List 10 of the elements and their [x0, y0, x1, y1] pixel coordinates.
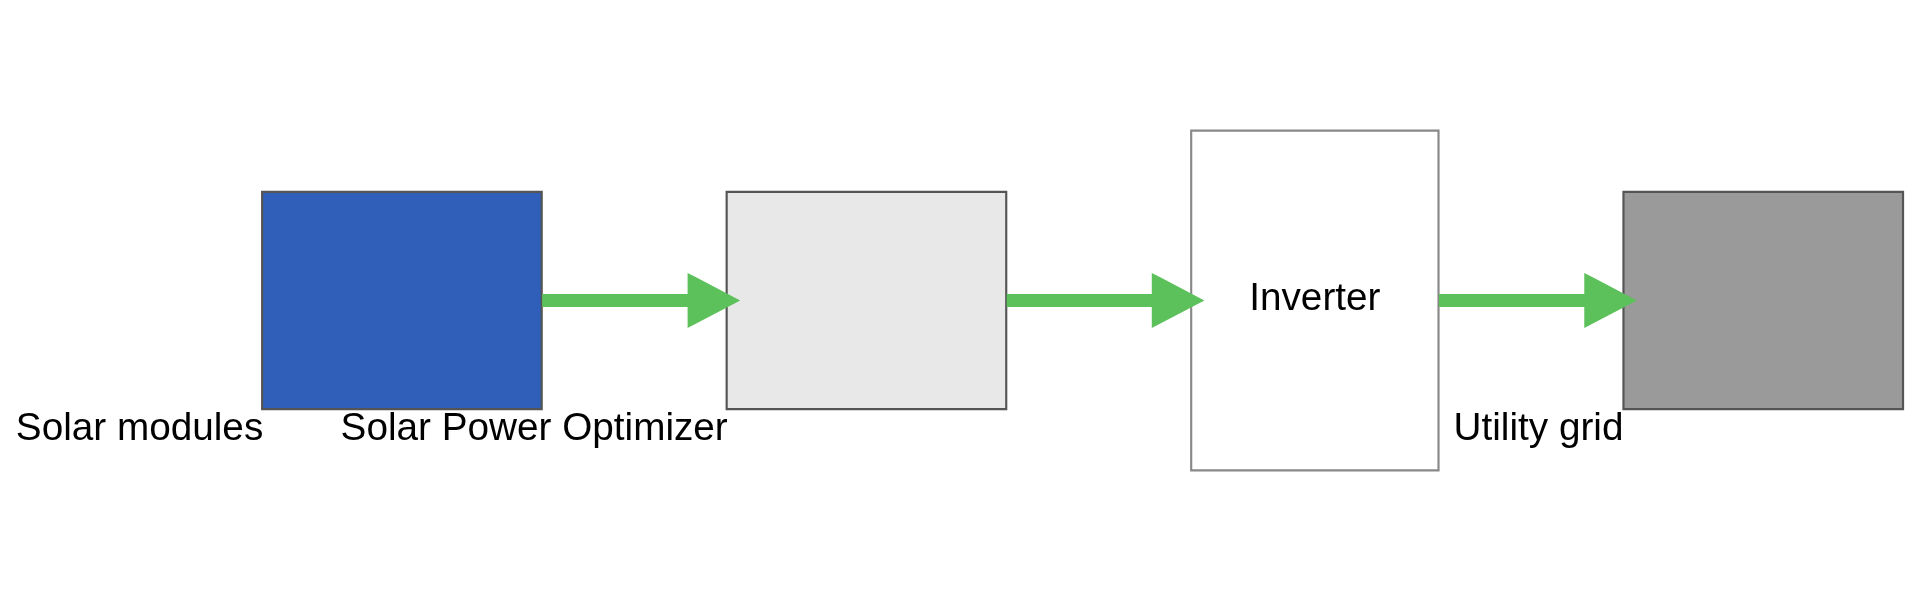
node-label: Solar modules — [15, 404, 264, 448]
arrow — [542, 272, 741, 328]
node-box: Inverter — [1190, 129, 1440, 471]
node-box — [725, 190, 1008, 410]
node-box — [1622, 190, 1905, 410]
node-box — [261, 190, 543, 410]
arrow — [1438, 272, 1637, 328]
node-label: Solar Power Optimizer — [340, 404, 728, 448]
arrow — [1006, 272, 1205, 328]
node-label: Utility grid — [1453, 404, 1624, 448]
